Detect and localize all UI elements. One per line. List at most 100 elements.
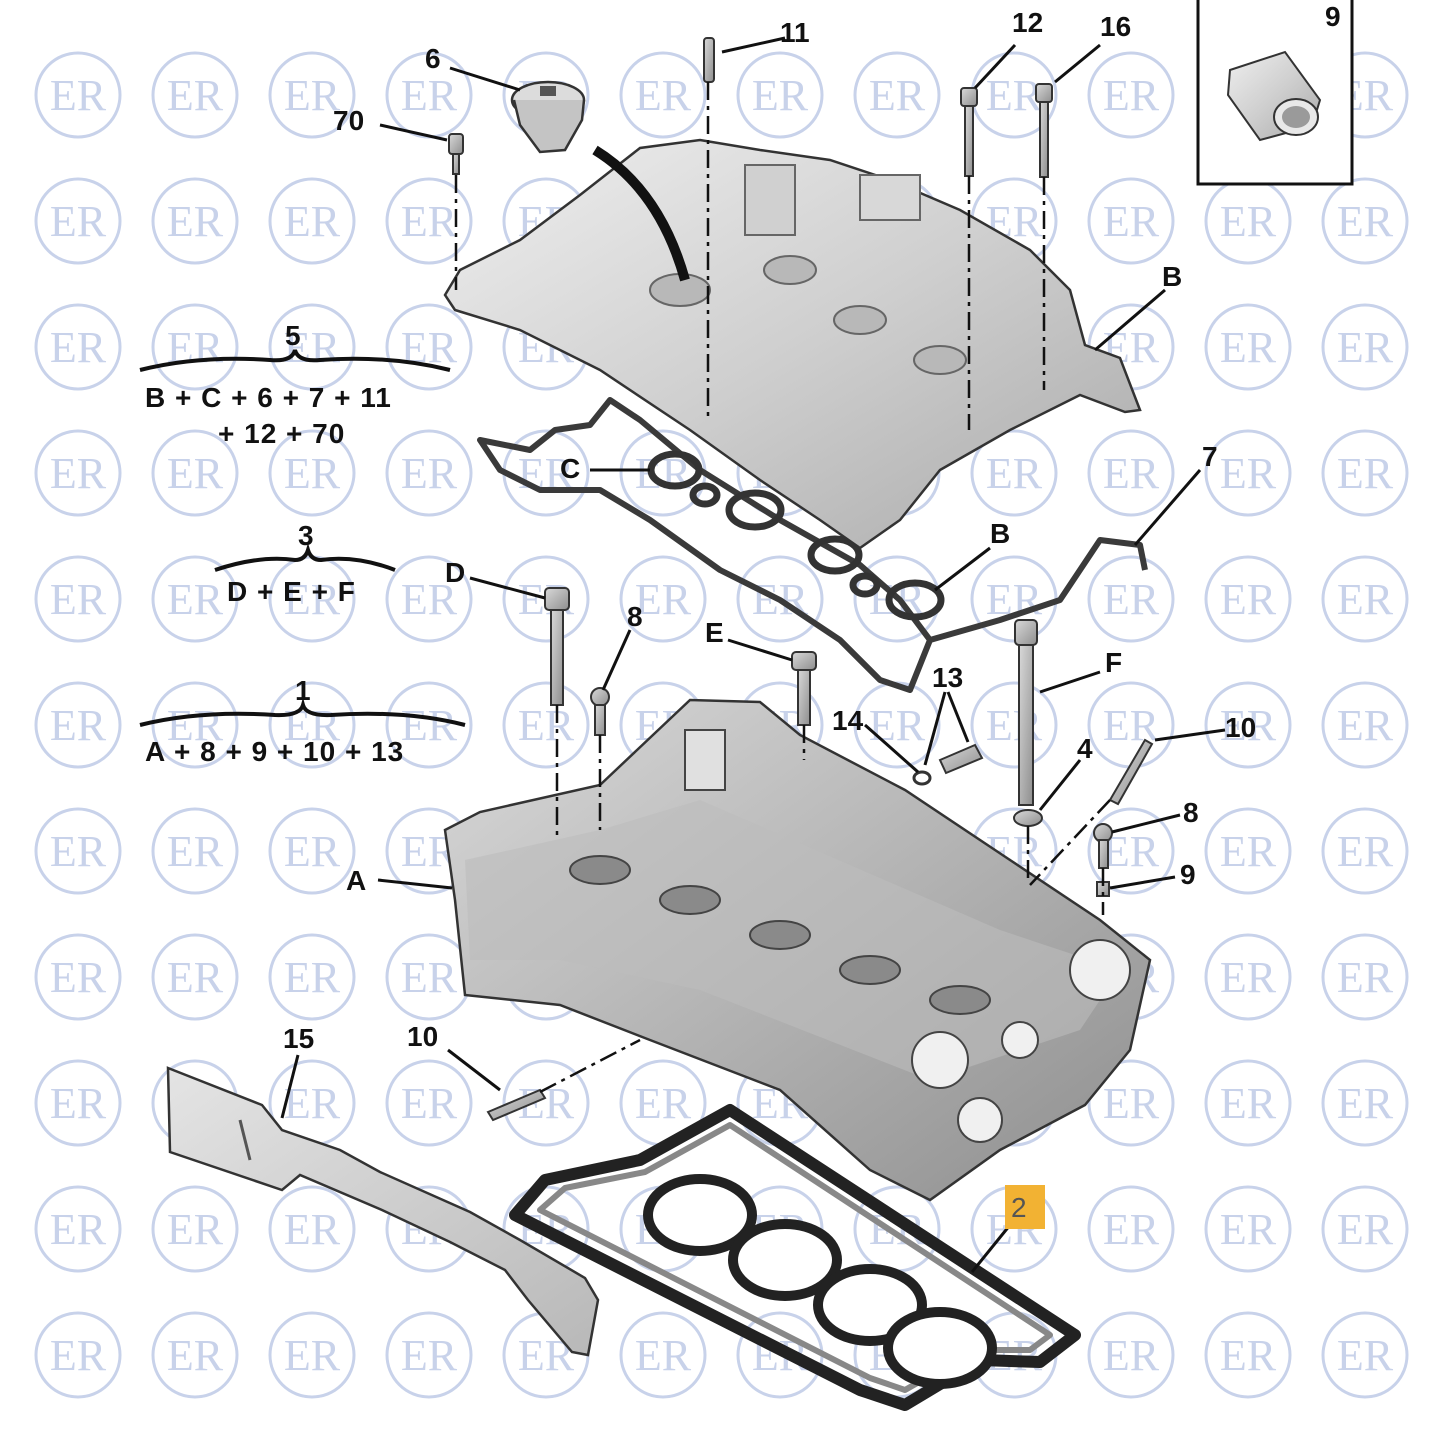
watermark-text: ER bbox=[1220, 827, 1277, 876]
watermark-ring bbox=[1204, 1311, 1292, 1399]
watermark-text: ER bbox=[1337, 323, 1394, 372]
callout-2: 2 bbox=[1011, 1192, 1027, 1223]
watermark-ring bbox=[1321, 429, 1409, 517]
watermark-ring bbox=[34, 429, 122, 517]
watermark-ring bbox=[1204, 933, 1292, 1021]
watermark-ring bbox=[268, 1311, 356, 1399]
callout-E: E bbox=[705, 617, 724, 648]
watermark-text: ER bbox=[1220, 953, 1277, 1002]
watermark-text: ER bbox=[1220, 1079, 1277, 1128]
watermark-ring bbox=[970, 681, 1058, 769]
watermark-ring bbox=[1321, 177, 1409, 265]
watermark-ring bbox=[151, 51, 239, 139]
kit-3-number: 3 bbox=[298, 520, 315, 551]
callout-14: 14 bbox=[832, 705, 864, 736]
head-gasket-part bbox=[509, 1104, 1081, 1411]
watermark-ring bbox=[268, 303, 356, 391]
watermark-ring bbox=[736, 555, 824, 643]
watermark-text: ER bbox=[167, 953, 224, 1002]
watermark-text: ER bbox=[401, 953, 458, 1002]
watermark-ring bbox=[34, 1185, 122, 1273]
watermark-ring bbox=[1087, 807, 1175, 895]
callout-13: 13 bbox=[932, 662, 963, 693]
kit-1-number: 1 bbox=[295, 675, 312, 706]
watermark-text: ER bbox=[50, 953, 107, 1002]
watermark-text: ER bbox=[635, 575, 692, 624]
watermark-ring bbox=[853, 51, 941, 139]
bolts-and-pins bbox=[448, 37, 1154, 1122]
watermark-text: ER bbox=[284, 449, 341, 498]
watermark-text: ER bbox=[1103, 197, 1160, 246]
watermark-ring bbox=[151, 807, 239, 895]
watermark-ring bbox=[268, 177, 356, 265]
watermark-ring bbox=[385, 1059, 473, 1147]
watermark-ring bbox=[1087, 1059, 1175, 1147]
watermark-text: ER bbox=[1103, 1079, 1160, 1128]
watermark-ring bbox=[34, 303, 122, 391]
watermark-ring bbox=[1321, 681, 1409, 769]
kit-1-line1: A + 8 + 9 + 10 + 13 bbox=[145, 736, 404, 767]
watermark-text: ER bbox=[50, 449, 107, 498]
kit-5-line1: B + C + 6 + 7 + 11 bbox=[145, 382, 392, 413]
watermark-ring bbox=[151, 303, 239, 391]
kit-braces bbox=[139, 349, 466, 727]
watermark-ring bbox=[1204, 807, 1292, 895]
watermark-text: ER bbox=[401, 701, 458, 750]
watermark-ring bbox=[268, 933, 356, 1021]
watermark-ring bbox=[1087, 1311, 1175, 1399]
watermark-text: ER bbox=[1337, 1205, 1394, 1254]
watermark-text: ER bbox=[1220, 1205, 1277, 1254]
watermark-text: ER bbox=[167, 575, 224, 624]
heat-shield-part bbox=[166, 1066, 600, 1357]
watermark-text: ER bbox=[50, 1331, 107, 1380]
watermark-text: ER bbox=[1337, 701, 1394, 750]
watermark-text: ER bbox=[401, 1331, 458, 1380]
watermark-text: ER bbox=[1220, 701, 1277, 750]
watermark-ring bbox=[1321, 1059, 1409, 1147]
watermark-text: ER bbox=[401, 449, 458, 498]
watermark-ring bbox=[385, 1311, 473, 1399]
watermark-ring bbox=[1087, 1185, 1175, 1273]
watermark-text: ER bbox=[167, 449, 224, 498]
watermark-ring bbox=[34, 681, 122, 769]
callout-B-cover: B bbox=[1162, 261, 1182, 292]
watermark-ring bbox=[268, 807, 356, 895]
watermark-ring bbox=[34, 177, 122, 265]
watermark-ring bbox=[151, 1185, 239, 1273]
callout-12: 12 bbox=[1012, 7, 1043, 38]
watermark-text: ER bbox=[50, 197, 107, 246]
watermark-ring bbox=[1087, 429, 1175, 517]
watermark-text: ER bbox=[167, 827, 224, 876]
watermark-text: ER bbox=[401, 1079, 458, 1128]
cylinder-head-part bbox=[443, 698, 1152, 1202]
watermark-text: ER bbox=[1337, 575, 1394, 624]
watermark-text: ER bbox=[1337, 953, 1394, 1002]
watermark-ring bbox=[34, 1059, 122, 1147]
callout-15: 15 bbox=[283, 1023, 314, 1054]
callout-7: 7 bbox=[1202, 441, 1218, 472]
watermark-text: ER bbox=[167, 197, 224, 246]
watermark-ring bbox=[34, 51, 122, 139]
callout-B-seal: B bbox=[990, 518, 1010, 549]
watermark-ring bbox=[502, 1059, 590, 1147]
watermark-ring bbox=[1321, 807, 1409, 895]
callout-labels: 6 11 12 16 9 70 B C 7 B D 8 E 13 14 F 10… bbox=[283, 1, 1341, 1229]
watermark-ring bbox=[268, 429, 356, 517]
watermark-ring bbox=[1204, 1185, 1292, 1273]
watermark-ring bbox=[34, 933, 122, 1021]
watermark-text: ER bbox=[1220, 197, 1277, 246]
watermark-ring bbox=[1087, 51, 1175, 139]
seal-rings-part bbox=[647, 450, 945, 621]
watermark-text: ER bbox=[1220, 323, 1277, 372]
center-lines bbox=[454, 82, 1111, 1094]
watermark-ring bbox=[151, 177, 239, 265]
watermark-text: ER bbox=[1337, 449, 1394, 498]
watermark-ring bbox=[1321, 555, 1409, 643]
watermark-text: ER bbox=[1103, 575, 1160, 624]
callout-10-right: 10 bbox=[1225, 712, 1256, 743]
watermark-text: ER bbox=[1103, 701, 1160, 750]
watermark-ring bbox=[385, 303, 473, 391]
watermark-ring bbox=[1087, 177, 1175, 265]
watermark-text: ER bbox=[1337, 1079, 1394, 1128]
callout-D: D bbox=[445, 557, 465, 588]
